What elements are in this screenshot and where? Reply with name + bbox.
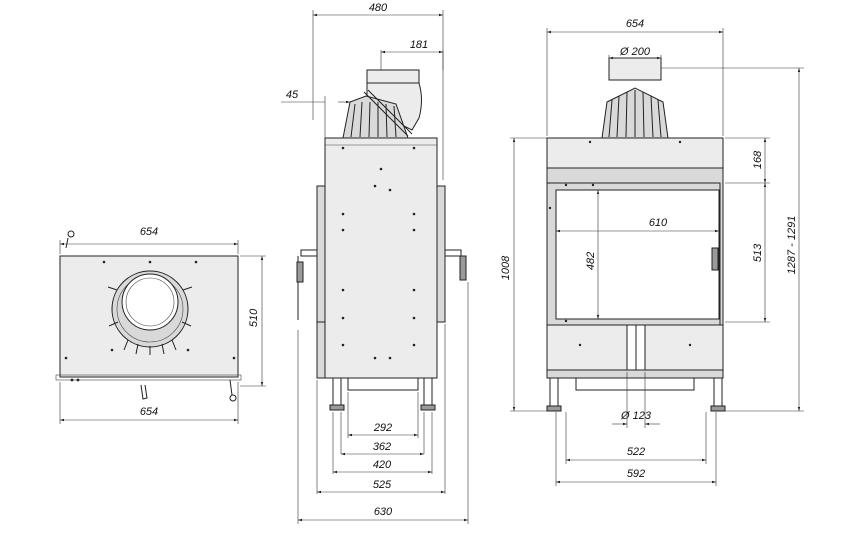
top-view: 654 510 654	[55, 226, 266, 424]
dim-side-292: 292	[373, 422, 392, 434]
side-left-handle	[296, 261, 304, 283]
side-foot-left	[329, 404, 345, 411]
dim-front-feet-width: 522	[627, 446, 645, 458]
flue-opening	[121, 273, 179, 331]
side-right-handle	[459, 255, 467, 281]
dim-front-top-height: 168	[752, 150, 764, 169]
side-view-dots	[341, 146, 416, 360]
dim-side-630: 630	[374, 506, 393, 518]
top-view-handle-knob	[67, 230, 75, 238]
dim-front-base-width: 592	[627, 468, 645, 480]
dim-front-glass-height: 482	[585, 252, 597, 270]
dim-front-glass-width: 610	[649, 217, 668, 229]
side-left-lower-panel	[316, 321, 326, 379]
front-glass	[555, 189, 720, 320]
dim-front-height-range: 1287 - 1291	[786, 216, 798, 275]
side-dome-ribs	[350, 101, 397, 138]
dim-front-flue-diameter: Ø 200	[619, 46, 651, 58]
dim-side-420: 420	[373, 459, 392, 471]
front-foot-right	[710, 405, 726, 412]
front-dome-ribs	[608, 90, 662, 138]
side-flue-collar	[366, 69, 420, 84]
front-flue-collar	[608, 57, 662, 81]
dim-front-total-height: 1008	[500, 255, 512, 280]
dim-side-362: 362	[373, 441, 391, 453]
dim-front-air-inlet-diameter: Ø 123	[620, 410, 652, 422]
dim-side-wall-gap: 45	[286, 89, 299, 101]
side-right-panel	[436, 185, 446, 323]
side-view: 480 181 45 292 362 420 525 630	[281, 2, 469, 524]
flange-ribs	[107, 286, 193, 355]
side-body	[324, 137, 438, 379]
side-base-box	[347, 377, 419, 391]
side-foot-right	[420, 404, 436, 411]
bottom-handle-knob	[229, 394, 237, 402]
front-base	[575, 377, 695, 391]
dim-side-total-top: 480	[369, 2, 388, 14]
dim-front-width-top: 654	[626, 18, 644, 30]
dim-front-door-height: 513	[752, 243, 764, 262]
top-view-bottom-lip	[55, 374, 242, 381]
dim-top-view-width-top: 654	[140, 226, 158, 238]
front-view-dots	[548, 140, 692, 347]
top-view-dots	[64, 260, 236, 360]
dim-side-525: 525	[373, 479, 392, 491]
dim-top-view-width-bottom: 654	[140, 406, 158, 418]
front-view: 654 Ø 200 168 513 610 482 1008 1287 - 12…	[500, 18, 804, 486]
side-left-panel	[316, 185, 326, 323]
front-top-panel	[546, 137, 724, 169]
front-foot-left	[546, 405, 562, 412]
dim-top-view-depth: 510	[248, 308, 260, 327]
front-door-handle	[711, 247, 719, 271]
dim-side-collar-offset: 181	[410, 39, 428, 51]
